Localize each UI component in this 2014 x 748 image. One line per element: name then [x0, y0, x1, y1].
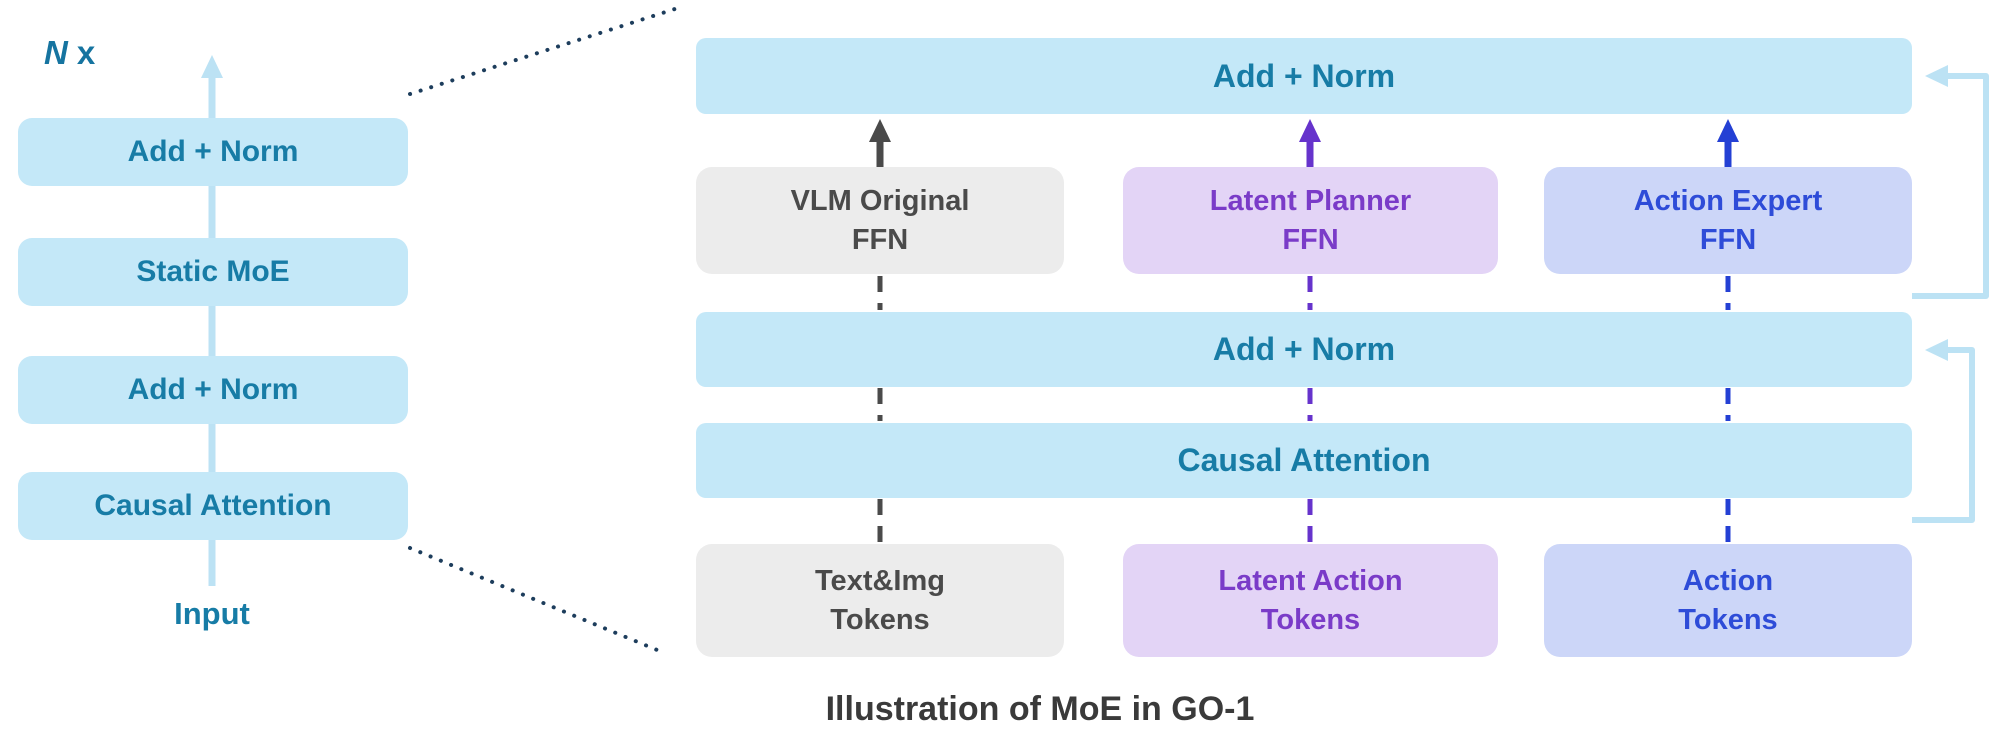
repeat-x: x — [76, 34, 96, 71]
block-label: Add + Norm — [127, 135, 299, 168]
expert-label-line1: Action Expert — [1633, 185, 1823, 218]
add-norm-top-label: Add + Norm — [1212, 57, 1396, 94]
token-label-line1: Action — [1682, 565, 1774, 598]
tokens-text-img-box: Text&Img Tokens — [696, 544, 1064, 657]
causal-attention-box: Causal Attention — [696, 423, 1912, 498]
block-label: Add + Norm — [127, 373, 299, 406]
expert-label-line2: FFN — [1282, 223, 1339, 256]
block-add-norm-1: Add + Norm — [18, 118, 408, 186]
residual-connection-bottom — [1912, 339, 1975, 523]
diagram-caption: Illustration of MoE in GO-1 — [825, 690, 1255, 728]
add-norm-top-box: Add + Norm — [696, 38, 1912, 114]
input-label: Input — [174, 596, 250, 631]
block-causal-attention: Causal Attention — [18, 472, 408, 540]
expert-vlm-ffn-box: VLM Original FFN — [696, 167, 1064, 274]
residual-connection-top — [1912, 65, 1989, 299]
block-add-norm-2: Add + Norm — [18, 356, 408, 424]
expert-action-ffn-box: Action Expert FFN — [1544, 167, 1912, 274]
expert-latent-planner-ffn-box: Latent Planner FFN — [1123, 167, 1498, 274]
tokens-action-box: Action Tokens — [1544, 544, 1912, 657]
add-norm-mid-box: Add + Norm — [696, 312, 1912, 387]
add-norm-mid-label: Add + Norm — [1212, 331, 1396, 367]
token-label-line1: Text&Img — [815, 565, 945, 598]
token-label-line1: Latent Action — [1218, 565, 1403, 598]
expert-label-line1: VLM Original — [790, 185, 970, 218]
repeat-n: N — [44, 34, 68, 71]
block-label: Causal Attention — [94, 489, 332, 522]
tokens-latent-action-box: Latent Action Tokens — [1123, 544, 1498, 657]
block-label: Static MoE — [136, 255, 290, 288]
causal-attention-label: Causal Attention — [1177, 442, 1431, 478]
expert-label-line1: Latent Planner — [1209, 185, 1412, 218]
token-label-line2: Tokens — [1260, 603, 1361, 636]
block-static-moe: Static MoE — [18, 238, 408, 306]
token-label-line2: Tokens — [1678, 603, 1778, 636]
expert-label-line2: FFN — [1699, 223, 1757, 256]
expert-label-line2: FFN — [851, 223, 909, 256]
token-label-line2: Tokens — [830, 603, 930, 636]
zoom-connector-top — [408, 6, 680, 96]
zoom-connector-bottom — [408, 546, 664, 654]
